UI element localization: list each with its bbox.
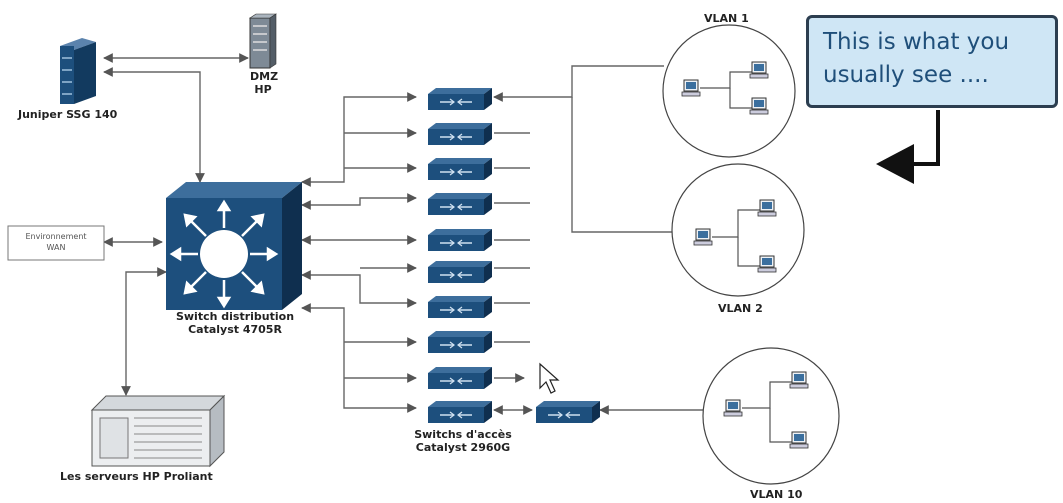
workstation-icon bbox=[749, 61, 769, 79]
workstation-icon bbox=[789, 431, 809, 449]
dmz-label-line2: HP bbox=[254, 83, 272, 96]
servers-label: Les serveurs HP Proliant bbox=[60, 470, 213, 483]
workstation-icon bbox=[693, 228, 713, 246]
access-switch-icon bbox=[427, 192, 493, 216]
workstation-icon bbox=[757, 199, 777, 217]
access-switch-label: Switchs d'accès Catalyst 2960G bbox=[388, 428, 538, 454]
core-switch-label-line2: Catalyst 4705R bbox=[188, 323, 282, 336]
access-switch-label-line2: Catalyst 2960G bbox=[415, 441, 511, 454]
firewall-label: Juniper SSG 140 bbox=[18, 108, 118, 121]
vlan-1 bbox=[662, 24, 796, 158]
dmz-label: DMZ HP bbox=[250, 70, 279, 96]
wan-label-line2: WAN bbox=[46, 243, 66, 252]
workstation-icon bbox=[789, 371, 809, 389]
cursor-arrow-icon bbox=[539, 362, 560, 394]
wan-box bbox=[7, 225, 105, 261]
access-switches bbox=[427, 87, 601, 424]
workstation-icon bbox=[749, 97, 769, 115]
callout-line1: This is what you bbox=[823, 29, 1010, 55]
server-rack-icon bbox=[90, 394, 226, 468]
vlan10-label: VLAN 10 bbox=[750, 488, 803, 501]
core-switch-label-line1: Switch distribution bbox=[175, 310, 295, 323]
access-switch-label-line1: Switchs d'accès bbox=[414, 428, 512, 441]
workstation-icon bbox=[681, 79, 701, 97]
access-switch-icon bbox=[427, 400, 493, 424]
core-switch-icon bbox=[166, 182, 302, 310]
workstation-icon bbox=[757, 255, 777, 273]
wan-label: Environnement WAN bbox=[8, 231, 104, 253]
callout-line2: usually see .... bbox=[823, 62, 989, 88]
callout-arrow-icon bbox=[876, 110, 940, 184]
workstation-icon bbox=[723, 399, 743, 417]
access-switch-icon bbox=[535, 400, 601, 424]
access-switch-icon bbox=[427, 366, 493, 390]
dmz-label-line1: DMZ bbox=[250, 70, 279, 83]
access-switch-icon bbox=[427, 260, 493, 284]
dmz-server-icon bbox=[249, 13, 277, 69]
vlan1-label: VLAN 1 bbox=[704, 12, 749, 25]
access-switch-icon bbox=[427, 157, 493, 181]
wan-label-line1: Environnement bbox=[25, 232, 87, 241]
access-switch-icon bbox=[427, 295, 493, 319]
vlan-10 bbox=[702, 347, 840, 485]
access-switch-icon bbox=[427, 122, 493, 146]
firewall-icon bbox=[60, 38, 96, 104]
core-switch-label: Switch distribution Catalyst 4705R bbox=[160, 310, 310, 336]
access-switch-icon bbox=[427, 228, 493, 252]
callout-box: This is what you usually see .... bbox=[806, 15, 1058, 108]
access-switch-icon bbox=[427, 87, 493, 111]
connections bbox=[103, 53, 704, 415]
access-switch-icon bbox=[427, 330, 493, 354]
vlan2-label: VLAN 2 bbox=[718, 302, 763, 315]
